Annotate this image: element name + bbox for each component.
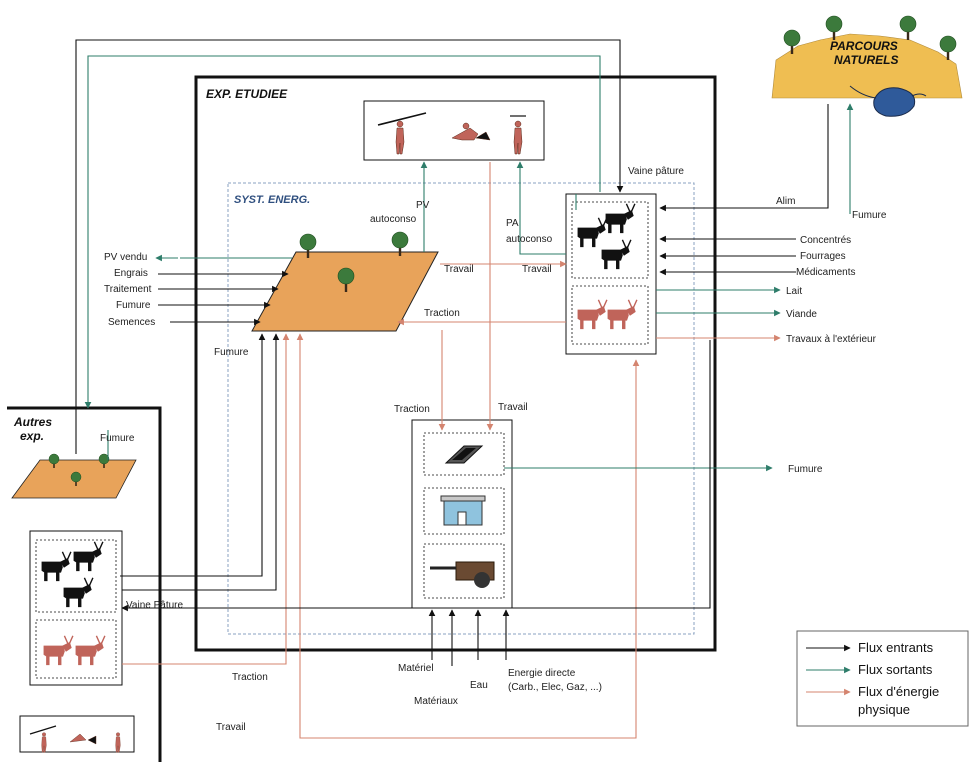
label-eau: Eau [470,680,488,691]
label-traitement: Traitement [104,284,152,295]
autres-title-1: Autres [13,415,52,429]
label-vaine-pature-bottom: Vaine Pâture [126,600,184,611]
label-fumure-right: Fumure [852,210,887,221]
autres-title-2: exp. [20,429,44,443]
building-icon [441,496,485,525]
label-travail-field: Travail [444,264,474,275]
label-lait: Lait [786,286,802,297]
label-energie-2: (Carb., Elec, Gaz, ...) [508,682,602,693]
legend-sortants-label: Flux sortants [858,662,933,677]
label-fumure-autres: Fumure [100,433,135,444]
syst-energ-title: SYST. ENERG. [234,194,310,206]
legend-entrants-label: Flux entrants [858,640,934,655]
label-travaux-ext: Travaux à l'extérieur [786,334,877,345]
label-fourrages: Fourrages [800,251,846,262]
label-pv: PV [416,200,430,211]
label-concentres: Concentrés [800,235,851,246]
exp-etudiee-title: EXP. ETUDIEE [206,87,288,101]
label-autoconso-pa: autoconso [506,234,553,245]
label-semences: Semences [108,317,155,328]
label-travail-eq: Travail [498,402,528,413]
label-traction-eq: Traction [394,404,430,415]
label-materiel: Matériel [398,663,434,674]
label-travail-bottom: Travail [216,722,246,733]
legend-energie-label-1: Flux d'énergie [858,684,939,699]
label-autoconso-pv: autoconso [370,214,417,225]
label-pa: PA [506,218,519,229]
parcours-title-2: NATURELS [834,53,898,67]
label-engrais: Engrais [114,268,148,279]
label-pv-vendu: PV vendu [104,252,147,263]
label-energie-1: Energie directe [508,668,576,679]
legend: Flux entrants Flux sortants Flux d'énerg… [797,631,968,726]
label-traction-mid: Traction [424,308,460,319]
parcours-water-pond [874,88,915,117]
parcours-title-1: PARCOURS [830,39,898,53]
label-medicaments: Médicaments [796,267,855,278]
label-fumure-left: Fumure [116,300,151,311]
label-vaine-pature-top: Vaine pâture [628,166,684,177]
label-materiaux: Matériaux [414,696,458,707]
legend-energie-label-2: physique [858,702,910,717]
label-fumure-eq: Fumure [788,464,823,475]
label-alim: Alim [776,196,795,207]
label-travail-herd: Travail [522,264,552,275]
label-viande: Viande [786,309,817,320]
label-fumure-under: Fumure [214,347,249,358]
label-traction-bottom: Traction [232,672,268,683]
